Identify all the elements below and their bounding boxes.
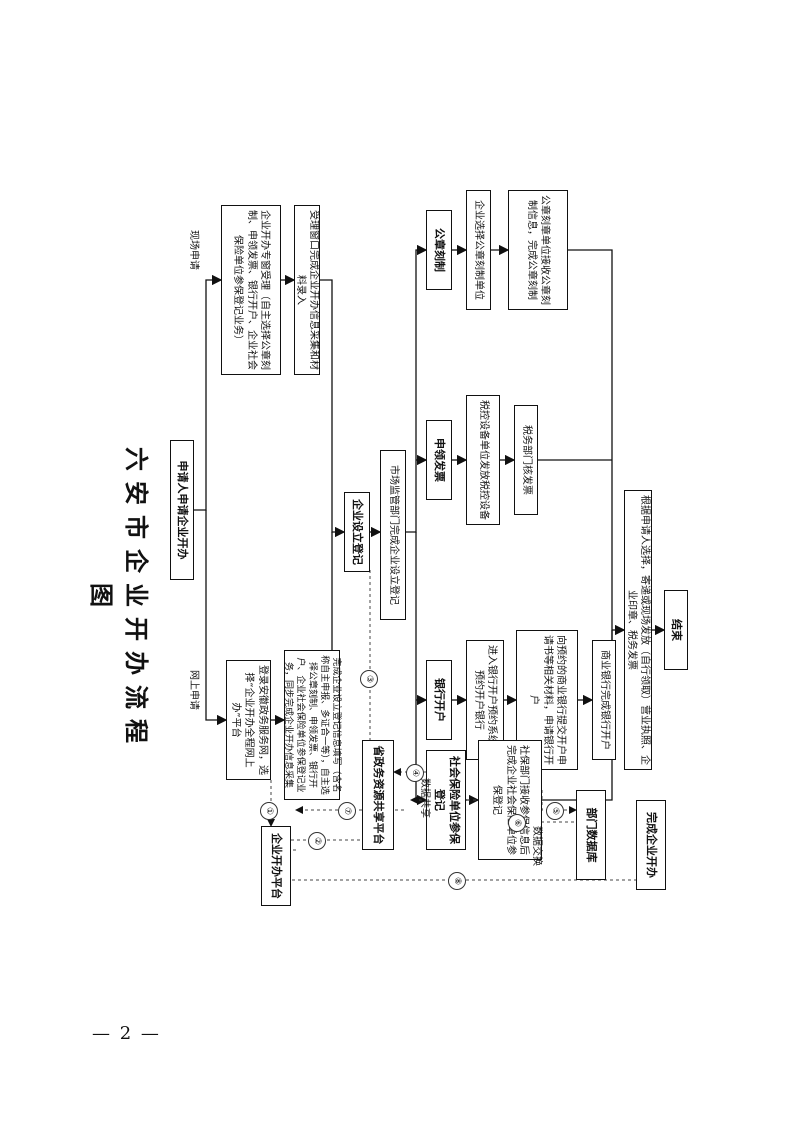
step-5-marker: ⑤ [546, 802, 564, 820]
edge-start-online [205, 510, 228, 726]
onsite-window-box: 企业开办专窗受理（自主选择公章刻制、申领发票、银行开户、企业社会保险单位参保登记… [221, 205, 281, 375]
edge-start-split [194, 274, 223, 511]
page-number: — 2 — [92, 1023, 161, 1044]
edge-bus-social [415, 532, 428, 806]
step-1-marker: ① [260, 802, 278, 820]
step-8-marker: ⑧ [448, 872, 466, 890]
bank-done-box: 商业银行完成银行开户 [592, 640, 616, 760]
online-label: 网上申请 [188, 670, 199, 710]
onsite-collect-box: 受理窗口完成企业开办信息采集和材料录入 [294, 205, 320, 375]
online-login-box: 登录安徽政务服务网，选择“企业开办全程网上办”平台 [226, 660, 271, 780]
edge-merge-seal [568, 249, 613, 630]
invoice-verify-box: 税务部门核发票 [514, 405, 538, 515]
invoice-node: 申领发票 [426, 420, 452, 500]
flowchart-canvas: 六安市企业开办流程图 申请人申请企业开办 现场申请 网上申请 企业开办专窗受理（… [87, 110, 793, 1010]
edge-collect-register [320, 279, 346, 538]
step-4-marker: ④ [406, 764, 424, 782]
register-node: 企业设立登记 [344, 492, 370, 572]
step-6-marker: ⑥ [508, 814, 526, 832]
invoice-issue-box: 税控设备单位发放税控设备 [466, 395, 500, 525]
end-node: 结束 [664, 590, 688, 670]
seal-node: 公章刻制 [426, 210, 452, 290]
start-node: 申请人申请企业开办 [170, 440, 194, 580]
data-exchange-label: 数据交换 [531, 826, 542, 866]
edge-market-bus [406, 244, 428, 533]
online-fill-box: 完成企业设立登记信息填写（含名称自主申报、多证合一等），自主选择公章刻制、申领发… [283, 650, 341, 800]
edge-step3 [369, 570, 379, 769]
edge-step5 [541, 790, 577, 814]
seal-done-box: 公章刻章单位接收公章刻制信息，完成公章刻制 [508, 190, 568, 310]
dept-db-node: 部门数据库 [576, 790, 606, 880]
complete-node: 完成企业开办 [636, 800, 666, 890]
gov-share-node: 省政务资源共享平台 [362, 740, 394, 850]
data-share-label: 数据共享 [419, 778, 430, 818]
seal-choose-box: 企业选择公章刻制单位 [466, 190, 491, 310]
market-node: 市场监管部门完成企业设立登记 [380, 450, 406, 620]
bank-node: 银行开户 [426, 660, 452, 740]
platform-node: 企业开办平台 [261, 826, 291, 906]
step-3-marker: ③ [360, 670, 378, 688]
onsite-label: 现场申请 [188, 230, 199, 270]
issue-box: 根据申请人选择，寄递或现场发放（自行领取）营业执照、企业印章、税务发票 [624, 490, 652, 770]
step-2-marker: ② [308, 832, 326, 850]
diagram-title: 六安市企业开办流程图 [87, 447, 151, 753]
step-7-marker: ⑦ [338, 802, 356, 820]
